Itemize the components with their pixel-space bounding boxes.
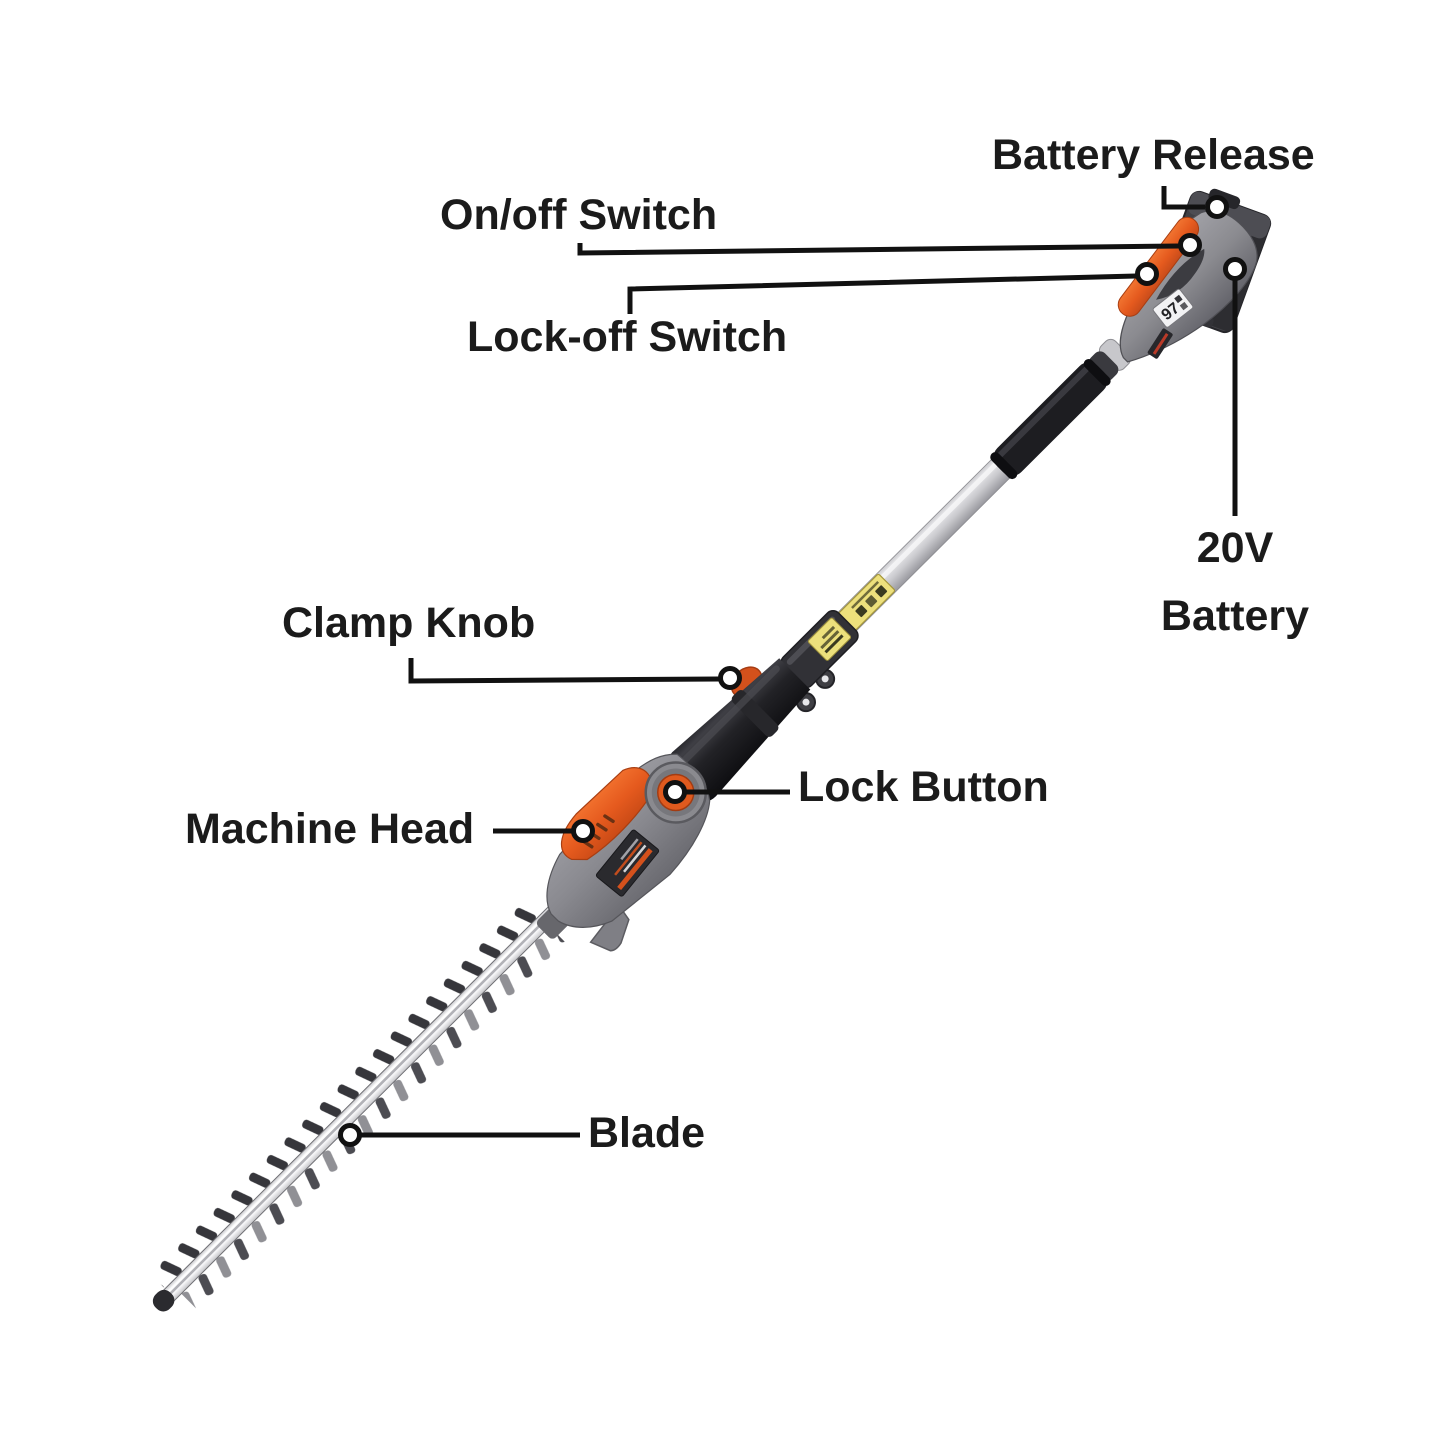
head-sticker — [595, 829, 660, 897]
pole-collar-dark — [1088, 351, 1119, 381]
blade-teeth-lower — [180, 925, 568, 1312]
lock-off-switch-marker — [1135, 262, 1159, 286]
lock-button-label: Lock Button — [798, 763, 1049, 811]
clamp-knob-leader-line — [408, 658, 720, 684]
head-fin — [589, 904, 630, 952]
battery-marker — [1223, 257, 1247, 281]
battery-20v-line2: Battery — [1160, 592, 1310, 640]
battery-release-label: Battery Release — [992, 131, 1315, 179]
blade-marker — [338, 1123, 362, 1147]
lower-tube — [667, 658, 811, 802]
battery-20v-line1: 20V — [1196, 524, 1274, 572]
lock-button-marker — [663, 780, 687, 804]
battery-release-marker — [1205, 195, 1229, 219]
machine-head-label: Machine Head — [185, 805, 475, 853]
lock-off-switch-label: Lock-off Switch — [467, 313, 788, 361]
on-off-switch-leader-line — [577, 243, 1180, 256]
clamp-knob-marker — [718, 666, 742, 690]
blade-tip-cap — [152, 1289, 175, 1312]
warning-sticker-clamp — [807, 617, 852, 661]
foam-grip — [990, 358, 1111, 480]
battery-20v-label: 20V Battery — [1125, 514, 1345, 650]
lock-off-switch-leader-line — [627, 273, 1137, 314]
machine-head-marker — [571, 819, 595, 843]
tool-body: 97 — [148, 210, 1258, 1312]
grip-opening — [1156, 248, 1205, 300]
blade-label: Blade — [588, 1109, 706, 1157]
sticker-97: 97 — [1152, 288, 1194, 328]
warning-sticker-pole — [837, 573, 896, 632]
clamp-knob-label: Clamp Knob — [282, 599, 536, 647]
handle-label — [1147, 328, 1173, 359]
battery-release-leader-line — [1161, 186, 1205, 210]
on-off-switch-marker — [1178, 233, 1202, 257]
blade-teeth-upper — [148, 898, 541, 1291]
blade-assembly — [148, 898, 568, 1312]
on-off-switch-label: On/off Switch — [440, 191, 718, 239]
